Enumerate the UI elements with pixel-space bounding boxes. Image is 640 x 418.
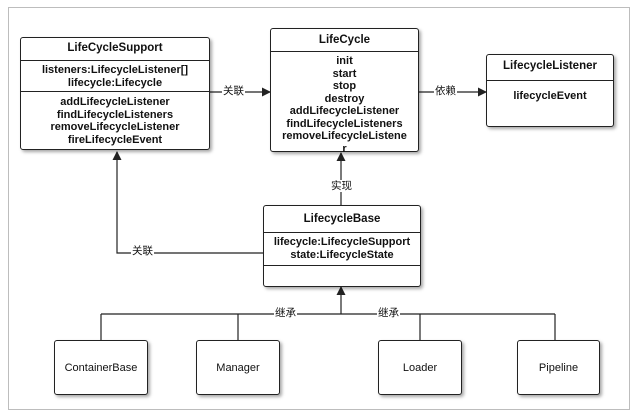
containerbase-class: ContainerBase — [54, 340, 148, 395]
lifecyclelistener-methods: lifecycleEvent — [487, 80, 613, 105]
lifecyclelistener-title: LifecycleListener — [503, 60, 597, 72]
field: listeners:LifecycleListener[] — [41, 64, 189, 76]
lifecyclesupport-methods: addLifecycleListener findLifecycleListen… — [21, 91, 209, 148]
method: start — [332, 67, 357, 80]
label-lifecycle-to-listener: 依赖 — [434, 85, 457, 97]
label-base-to-support: 关联 — [131, 245, 154, 257]
edge-base-to-support — [112, 151, 263, 254]
lifecycle-methods: init start stop destroy addLifecycleList… — [271, 51, 418, 157]
label-base-to-lifecycle: 实现 — [330, 180, 353, 192]
method: removeLifecycleListene — [282, 130, 407, 142]
method: findLifecycleListeners — [286, 117, 403, 130]
method: init — [336, 55, 353, 67]
label-support-to-lifecycle: 关联 — [222, 85, 245, 97]
manager-title: Manager — [216, 361, 260, 374]
lifecycle-interface: LifeCycle init start stop destroy addLif… — [270, 28, 419, 155]
manager-class: Manager — [196, 340, 280, 395]
pipeline-class: Pipeline — [517, 340, 600, 395]
lifecyclebase-class: LifecycleBase lifecycle:LifecycleSupport… — [263, 205, 421, 287]
lifecyclebase-fields: lifecycle:LifecycleSupport state:Lifecyc… — [264, 232, 420, 265]
lifecyclesupport-class: LifeCycleSupport listeners:LifecycleList… — [20, 37, 210, 150]
method: lifecycleEvent — [513, 90, 587, 102]
loader-title: Loader — [402, 361, 438, 374]
lifecyclebase-title: LifecycleBase — [303, 213, 381, 225]
containerbase-title: ContainerBase — [64, 361, 138, 374]
label-inherit-left: 继承 — [274, 307, 297, 319]
method: addLifecycleListener — [60, 96, 170, 108]
lifecyclesupport-title: LifeCycleSupport — [67, 42, 163, 54]
diagram-frame — [8, 7, 630, 410]
method: findLifecycleListeners — [56, 108, 174, 121]
method: removeLifecycleListener — [50, 121, 180, 133]
method: addLifecycleListener — [289, 105, 400, 117]
field: lifecycle:LifecycleSupport — [273, 236, 411, 248]
field: lifecycle:Lifecycle — [67, 76, 163, 89]
method: fireLifecycleEvent — [67, 133, 163, 146]
method: stop — [332, 80, 357, 92]
lifecycle-title: LifeCycle — [318, 34, 371, 46]
label-inherit-right: 继承 — [377, 307, 400, 319]
lifecyclebase-methods — [264, 265, 420, 288]
lifecyclelistener-interface: LifecycleListener lifecycleEvent — [486, 54, 614, 127]
method: r — [342, 142, 347, 155]
loader-class: Loader — [378, 340, 462, 395]
lifecyclesupport-fields: listeners:LifecycleListener[] lifecycle:… — [21, 60, 209, 91]
field: state:LifecycleState — [290, 248, 394, 261]
method: destroy — [324, 92, 365, 105]
pipeline-title: Pipeline — [538, 361, 579, 374]
